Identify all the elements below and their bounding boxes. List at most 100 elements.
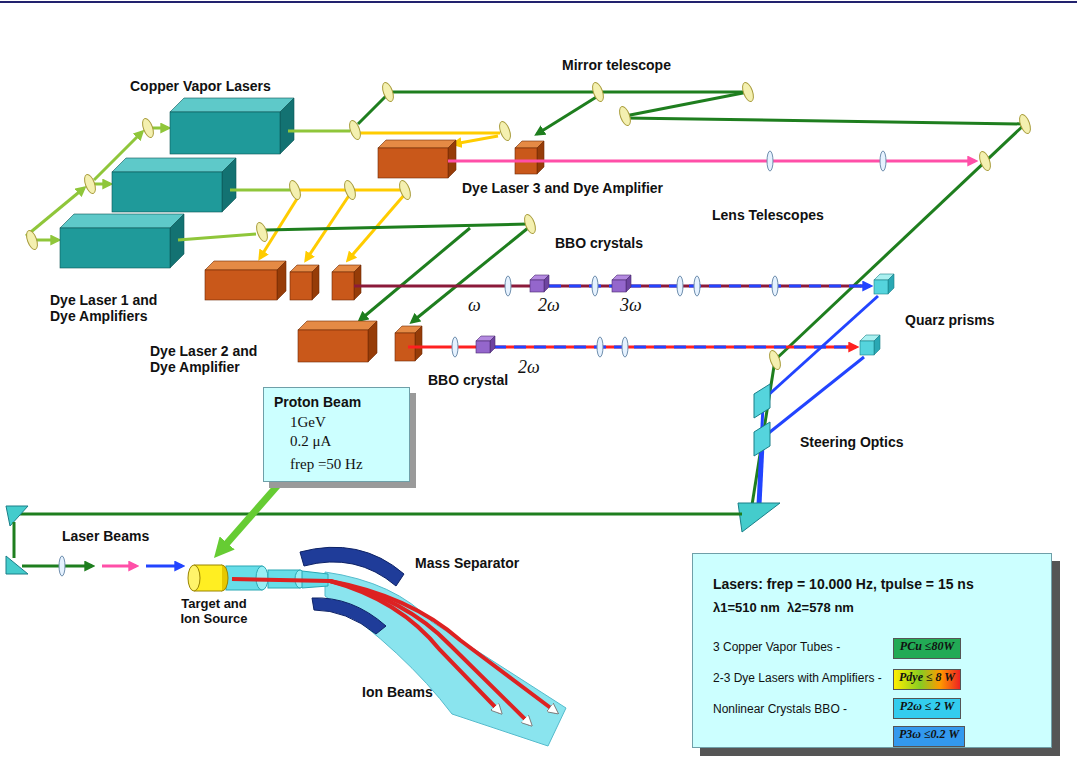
laser-beam	[178, 234, 256, 240]
copper-vapor-laser-side	[280, 98, 294, 154]
dye-laser-top	[205, 261, 286, 270]
target-cylinder-face	[188, 565, 200, 591]
parameter-text: Lasers: frep = 10.000 Hz, tpulse = 15 ns	[713, 576, 974, 592]
laser-beam	[146, 565, 182, 568]
steering-plate	[754, 384, 770, 418]
dye-laser-side	[277, 261, 286, 300]
component-label: Mirror telescope	[562, 57, 671, 73]
dye-amplifier-side	[354, 265, 361, 300]
mirror	[140, 117, 155, 139]
laser-beam	[360, 228, 470, 320]
ion-beam	[330, 581, 530, 724]
quartz-prism-front	[874, 280, 888, 294]
bbo-crystal	[530, 275, 549, 292]
dye-laser-front	[205, 270, 277, 300]
ion-beam-fan	[325, 572, 566, 746]
component-label: Quarz prisms	[905, 312, 994, 328]
mirror	[254, 221, 269, 243]
bbo-crystal-side	[626, 275, 631, 292]
quartz-prism-side	[874, 335, 880, 355]
laser-beam	[448, 160, 975, 163]
mirror	[617, 105, 632, 127]
power-badge: PCu ≤80W	[893, 638, 961, 659]
copper-vapor-laser-top	[170, 98, 294, 112]
power-value: PCu ≤80W	[899, 639, 955, 654]
dye-laser	[205, 261, 286, 300]
mirror	[1017, 113, 1032, 135]
target-cylinder-edge	[194, 565, 222, 566]
laser-beam	[358, 94, 388, 124]
laser-beam	[20, 513, 742, 516]
laser-beam	[230, 189, 290, 192]
copper-vapor-laser-front	[112, 172, 222, 212]
lens	[677, 276, 683, 296]
laser-beam	[775, 124, 1025, 360]
lens	[597, 337, 603, 357]
mirror	[522, 213, 537, 235]
laser-beam	[388, 91, 748, 94]
dye-laser-side	[448, 140, 456, 178]
box-text: Target and Ion Source	[172, 596, 256, 626]
copper-vapor-laser-front	[60, 228, 170, 268]
laser-beam	[412, 228, 528, 322]
laser-beam	[22, 565, 92, 568]
laser-beam	[454, 136, 498, 144]
power-value: P3ω ≤0.2 W	[899, 727, 959, 742]
power-value: P2ω ≤ 2 W	[899, 699, 955, 714]
laser-beam	[625, 118, 1025, 124]
dye-amplifier	[515, 141, 544, 174]
bbo-crystal-side	[544, 275, 549, 292]
target-cylinder	[172, 558, 256, 594]
box-text: frep =50 Hz	[290, 456, 409, 473]
copper-vapor-laser	[112, 158, 236, 212]
component-label: Copper Vapor Lasers	[130, 78, 271, 94]
box-text: 1GeV	[290, 414, 409, 431]
laser-beam	[266, 224, 528, 230]
bbo-crystal-front	[476, 341, 490, 353]
bbo-crystal	[476, 336, 495, 353]
dye-laser-top	[378, 140, 456, 148]
frequency-label: 2ω	[538, 295, 560, 316]
bbo-crystal-front	[530, 280, 544, 292]
quartz-prism	[860, 335, 880, 355]
dye-amplifier-side	[312, 265, 319, 300]
mirror	[347, 119, 362, 141]
turning-prism	[6, 506, 28, 526]
dye-laser	[298, 321, 377, 362]
laser-beam	[760, 444, 763, 505]
copper-vapor-laser-top	[60, 214, 184, 228]
lens	[505, 276, 511, 296]
laser-beam	[846, 346, 856, 349]
parameter-text: 3 Copper Vapor Tubes -	[713, 640, 840, 654]
power-badge: P2ω ≤ 2 W	[893, 698, 961, 719]
separator-magnet	[312, 598, 386, 634]
dye-laser	[378, 140, 456, 178]
quartz-prism	[874, 274, 894, 294]
component-label: Dye Laser 3 and Dye Amplifier	[462, 180, 663, 196]
mirror	[287, 179, 302, 201]
component-label: Lens Telescopes	[712, 207, 824, 223]
dye-amplifier	[290, 265, 319, 300]
mirror	[24, 229, 39, 251]
copper-vapor-laser	[170, 98, 294, 154]
proton-beam-arrow	[222, 482, 281, 549]
component-label: Dye Laser 2 and Dye Amplifier	[150, 343, 270, 375]
laser-beam	[494, 346, 852, 349]
lens	[59, 556, 65, 576]
target-cylinder-edge	[194, 591, 222, 592]
bbo-crystal-front	[612, 280, 626, 292]
mirror	[977, 150, 992, 172]
laser-beam	[360, 132, 500, 135]
ion-beam	[232, 579, 500, 712]
component-label: Laser Beams	[62, 528, 149, 544]
lens	[452, 337, 458, 357]
laser-beam	[102, 565, 136, 568]
copper-vapor-laser-front	[170, 112, 280, 154]
dye-amplifier	[332, 265, 361, 300]
lens	[772, 276, 778, 296]
laser-beam	[288, 130, 350, 133]
copper-vapor-laser-top	[112, 158, 236, 172]
component-label: Mass Separator	[415, 555, 519, 571]
laser-beam	[36, 239, 58, 242]
